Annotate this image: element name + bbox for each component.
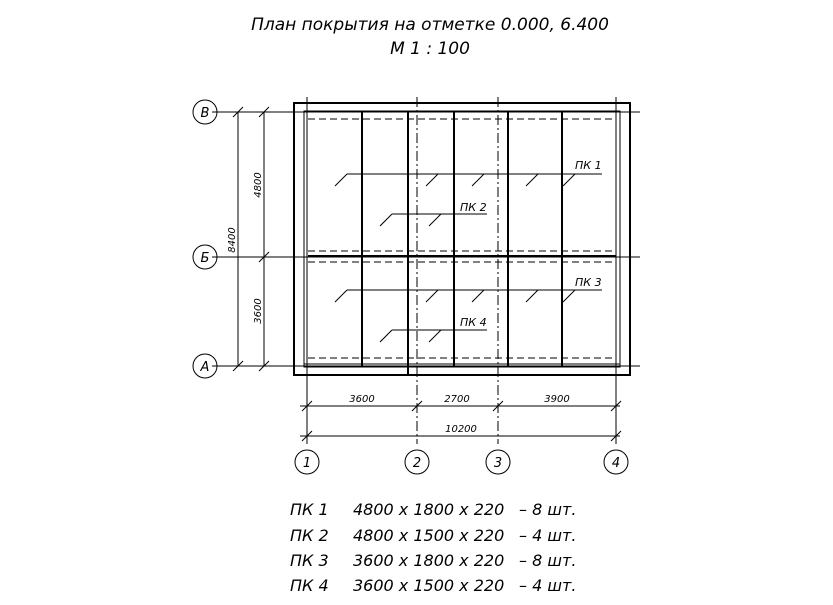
panel-grid [308,111,616,375]
dim-horizontal-1: 3600 [349,394,374,405]
dim-tick [492,400,504,412]
spec-qty: – 8 шт. [519,551,576,570]
axis-label-col-2: 2 [413,456,421,471]
axis-bubble-col-3 [485,449,511,475]
spec-qty: – 4 шт. [519,576,576,595]
leader-tick [379,213,393,227]
spec-size: 4800 х 1800 х 220 [353,500,504,519]
leader-tick [428,329,442,343]
dim-tick [301,430,313,442]
leader-tick [334,289,348,303]
leader-tick [562,289,576,303]
dim-tick [232,360,244,372]
axis-bubble-col-2 [404,449,430,475]
leader-tick [471,173,485,187]
label-pk1: ПК 1 [575,159,602,172]
spec-mark: ПК 1 [290,500,329,519]
column-axis-markers: 1 2 3 4 [294,449,629,475]
dim-horizontal-2: 2700 [444,394,469,405]
plan-frame [293,102,631,376]
panel-specification: ПК 1 4800 х 1800 х 220 – 8 шт. ПК 2 4800… [290,500,576,595]
axis-bubble-row-b [192,244,218,270]
spec-size: 3600 х 1800 х 220 [353,551,504,570]
dim-tick [610,400,622,412]
leader-tick [428,213,442,227]
leader-pk3: ПК 3 [334,276,602,303]
spec-size: 3600 х 1500 х 220 [353,576,504,595]
leader-pk1: ПК 1 [334,159,602,187]
vertical-dimensions: 8400 4800 3600 [227,106,270,372]
dim-total-vertical: 8400 [227,227,238,252]
spec-mark: ПК 4 [290,576,329,595]
spec-qty: – 8 шт. [519,500,576,519]
axis-label-row-v: В [201,106,210,121]
leader-tick [425,173,439,187]
leader-pk2: ПК 2 [379,201,487,227]
leader-tick [425,289,439,303]
axis-bubble-row-a [192,353,218,379]
spec-mark: ПК 3 [290,551,329,570]
drawing-scale: М 1 : 100 [390,39,470,59]
label-pk2: ПК 2 [460,201,487,214]
leader-tick [334,173,348,187]
axis-label-row-b: Б [201,251,210,266]
leader-tick [525,173,539,187]
dim-tick [258,106,270,118]
outer-frame [293,102,631,376]
leader-tick [525,289,539,303]
label-pk3: ПК 3 [575,276,602,289]
dim-vertical-2: 3600 [253,298,264,323]
dim-total-horizontal: 10200 [445,424,477,435]
spec-mark: ПК 2 [290,526,329,545]
leader-tick [471,289,485,303]
row-axis-markers: В Б А [192,99,218,379]
dim-vertical-1: 4800 [253,172,264,197]
dim-tick [610,430,622,442]
spec-size: 4800 х 1500 х 220 [353,526,504,545]
axis-bubble-col-1 [294,449,320,475]
dim-tick [258,360,270,372]
dim-tick [301,400,313,412]
leader-tick [379,329,393,343]
drawing-title: План покрытия на отметке 0.000, 6.400 [251,15,609,35]
horizontal-dimensions: 3600 2700 3900 10200 [300,394,622,442]
leader-tick [562,173,576,187]
inner-frame [303,110,621,368]
axis-lines [212,97,640,444]
dim-tick [232,106,244,118]
dim-tick [258,251,270,263]
dim-horizontal-3: 3900 [544,394,569,405]
dim-tick [411,400,423,412]
label-pk4: ПК 4 [460,316,487,329]
axis-bubble-row-v [192,99,218,125]
axis-label-col-4: 4 [612,456,620,471]
axis-label-row-a: А [200,360,210,375]
spec-qty: – 4 шт. [519,526,576,545]
axis-label-col-3: 3 [494,456,502,471]
axis-bubble-col-4 [603,449,629,475]
axis-label-col-1: 1 [303,456,311,471]
leader-pk4: ПК 4 [379,316,487,343]
